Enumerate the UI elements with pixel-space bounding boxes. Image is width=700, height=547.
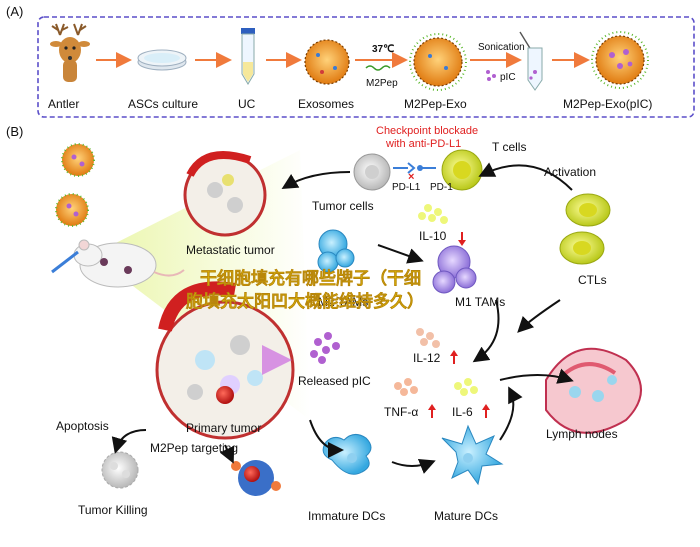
mouse-icon [73,239,185,288]
pd-l1-receptor-icon [393,162,416,174]
deer-icon [50,23,90,82]
step-label: Antler [48,97,79,111]
step-label: M2Pep-Exo(pIC) [563,97,652,111]
apoptosis-label: Apoptosis [56,419,109,433]
petri-dish-icon [137,49,187,71]
activation-label: Activation [544,165,596,179]
checkpoint-sublabel: with anti-PD-L1 [385,138,461,150]
m2pep-label: M2Pep [366,78,398,89]
step-label: ASCs culture [128,97,198,111]
m1-tam-icon [432,245,477,294]
mature-dc-icon [441,424,504,486]
pic-dots-icon [486,70,496,81]
m2pep-exo-icon [409,33,467,91]
m2pep-exo-pic-icon [591,31,649,89]
m2-tams-label: M2 TAMs [318,295,368,309]
il10-cytokine-icon [418,204,448,224]
panel-a-frame [37,16,695,118]
tnf-label: TNF-α [384,405,418,419]
lymph-node-icon [545,347,642,434]
il10-down-arrow [458,232,466,246]
sonication-tube-icon [519,31,543,91]
metastatic-tumor-icon [183,151,267,237]
t-cells-label: T cells [492,140,526,154]
syringe-icon [51,250,79,274]
tumor-killing-icon [231,460,281,496]
released-pic-icon [310,332,340,364]
tnf-up-arrow [428,404,436,418]
t-cell-icon [441,149,483,191]
exosome-small-icon [55,193,89,227]
metastatic-tumor-label: Metastatic tumor [186,243,275,257]
il6-label: IL-6 [452,405,473,419]
m1-tams-label: M1 TAMs [455,295,505,309]
targeting-exosome-icon [216,386,234,404]
sonication-label: Sonication [478,42,525,53]
exosome-icon [304,39,350,85]
m2pep-targeting-label: M2Pep targeting [150,441,238,455]
pd-1-receptor-icon [417,165,436,171]
pic-label: pIC [500,72,516,83]
panel-a-letter: (A) [6,4,23,19]
pd-l1-label: PD-L1 [392,182,421,193]
blockade-x-icon: × [408,171,414,183]
released-pic-label: Released pIC [298,374,371,388]
lymph-nodes-label: Lymph nodes [546,427,618,441]
step-label: Exosomes [298,97,354,111]
m2pep-wave-icon [365,65,391,71]
tumor-cell-icon [353,153,391,191]
il12-label: IL-12 [413,351,441,365]
primary-tumor-label: Primary tumor [186,421,261,435]
il6-up-arrow [482,404,490,418]
panel-b-letter: (B) [6,124,23,139]
il12-cytokine-icon [416,328,440,348]
mature-dcs-label: Mature DCs [434,509,498,523]
primary-tumor-icon [155,281,295,440]
immature-dc-icon [322,434,372,475]
il10-label: IL-10 [419,229,447,243]
apoptotic-cell-icon [101,451,139,489]
m2-tam-icon [317,229,355,273]
panel-b-arrows [111,162,574,474]
exosome-small-icon [61,143,95,177]
ctl-cell-icon [565,193,611,227]
ctls-label: CTLs [578,273,607,287]
step-label: M2Pep-Exo [404,97,467,111]
il6-cytokine-icon [454,378,478,396]
tumor-killing-label: Tumor Killing [78,503,148,517]
immature-dcs-label: Immature DCs [308,509,385,523]
watermark-line-2: 胞填充太阳凹大概能维持多久） [186,291,424,312]
il12-up-arrow [450,350,458,364]
step-label: UC [238,97,256,111]
centrifuge-tube-icon [241,28,255,85]
temperature-label: 37℃ [372,44,394,55]
watermark-line-1: 干细胞填充有哪些牌子（干细 [200,268,421,289]
tumor-cells-label: Tumor cells [312,199,374,213]
tnf-cytokine-icon [394,378,418,396]
checkpoint-label: Checkpoint blockade [376,125,478,137]
pd-1-label: PD-1 [430,182,453,193]
ctl-cell-icon [559,231,605,265]
